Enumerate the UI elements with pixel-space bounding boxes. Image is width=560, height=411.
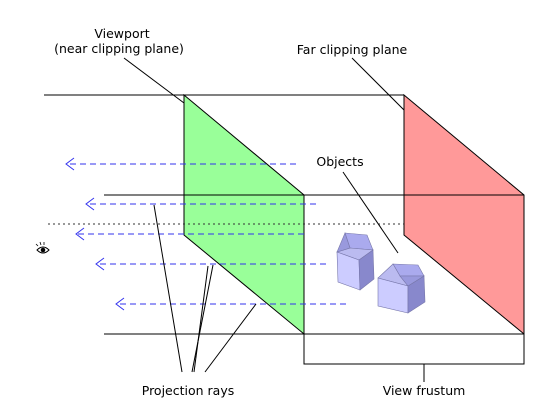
object-cube-1 bbox=[336, 232, 375, 291]
ray-3-arrowhead bbox=[75, 227, 85, 241]
viewport-label: Viewport bbox=[94, 26, 149, 41]
projection-rays-leaders bbox=[153, 204, 257, 373]
ray-1-arrowhead bbox=[65, 157, 75, 171]
object-cube-2 bbox=[377, 263, 426, 314]
near-clipping-plane bbox=[183, 93, 305, 336]
eye-icon bbox=[35, 241, 50, 254]
ray-5-arrowhead bbox=[115, 297, 125, 311]
objects-label: Objects bbox=[316, 154, 363, 169]
viewport-sublabel: (near clipping plane) bbox=[54, 41, 184, 56]
viewport-leader bbox=[123, 57, 185, 104]
far-plane-label: Far clipping plane bbox=[297, 42, 408, 57]
projection-rays bbox=[65, 157, 346, 311]
view-frustum-label: View frustum bbox=[383, 383, 466, 398]
view-frustum-bracket bbox=[303, 334, 525, 365]
projection-rays-label: Projection rays bbox=[142, 383, 235, 398]
objects-leader bbox=[342, 171, 399, 254]
ray-4-arrowhead bbox=[95, 257, 105, 271]
ray-2-arrowhead bbox=[85, 197, 95, 211]
far-plane-leader bbox=[351, 57, 405, 111]
